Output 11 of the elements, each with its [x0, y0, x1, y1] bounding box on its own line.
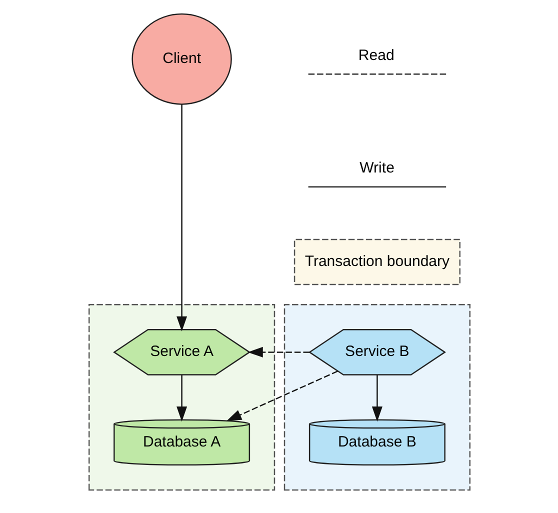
cluster	[283, 303, 470, 490]
arrow	[247, 346, 309, 357]
legend-label: Write	[359, 159, 394, 176]
cluster	[88, 303, 275, 490]
legend-label: Read	[358, 46, 394, 64]
arrow	[176, 374, 187, 422]
node-circle: Client	[131, 12, 232, 104]
arrow	[176, 104, 187, 331]
legend-label: Transaction boundary	[304, 252, 450, 270]
arrow	[371, 374, 382, 422]
arrow	[226, 370, 338, 421]
